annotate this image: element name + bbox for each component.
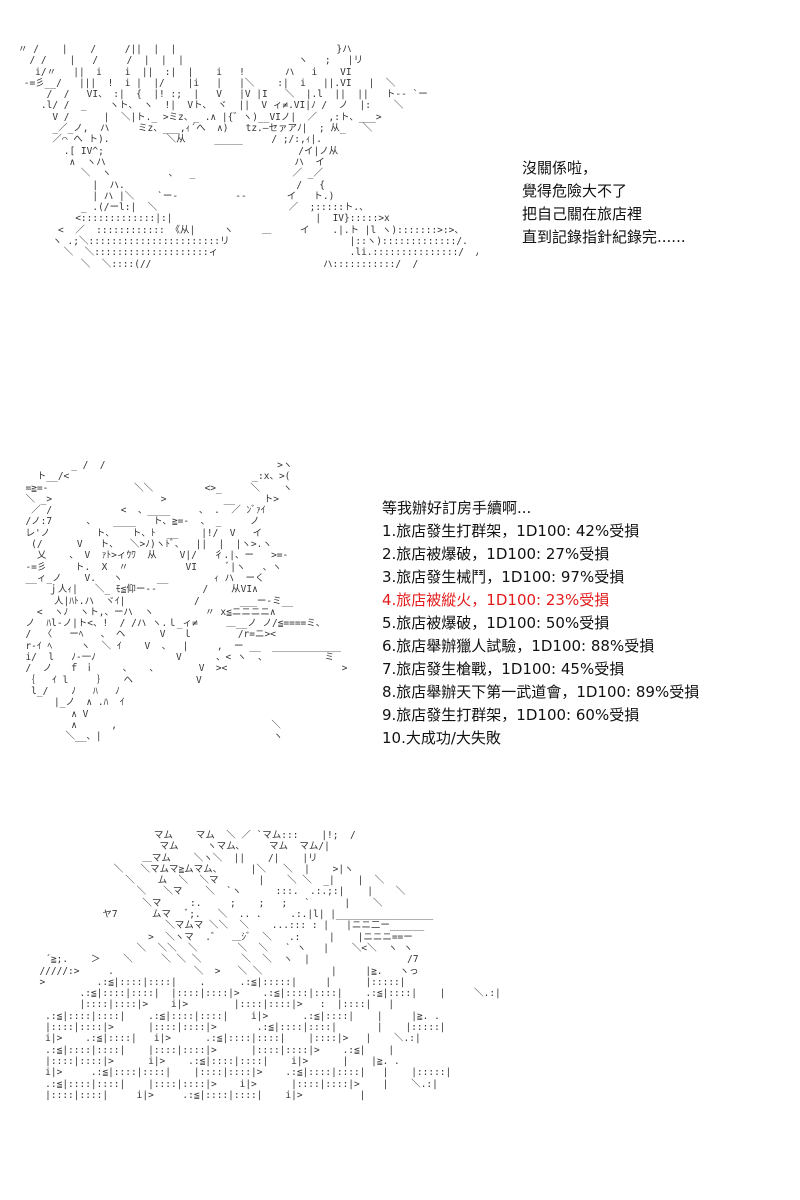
list-item-highlighted: 4.旅店被縱火，1D100: 23%受損 <box>382 591 610 609</box>
list-item: 5.旅店被爆破，1D100: 50%受損 <box>382 614 610 632</box>
dialogue-line: 覺得危險大不了 <box>522 182 628 200</box>
list-item: 7.旅店發生槍戰，1D100: 45%受損 <box>382 660 625 678</box>
dialogue-line: 沒關係啦， <box>522 159 598 177</box>
dice-roll-list: 等我辦好訂房手續啊... 1.旅店發生打群架，1D100: 42%受損 2.旅店… <box>382 497 699 750</box>
dialogue-line: 直到記錄指針紀錄完...... <box>522 228 686 246</box>
ascii-art-building-scene: マム マム ＼ ／ `マム::: |!; / マム ヽマム､ マム マム/| ＿… <box>39 830 501 1101</box>
list-item: 1.旅店發生打群架，1D100: 42%受損 <box>382 522 640 540</box>
list-item: 10.大成功/大失敗 <box>382 729 501 747</box>
list-item: 8.旅店舉辦天下第一武道會，1D100: 89%受損 <box>382 683 700 701</box>
list-item: 6.旅店舉辦獵人試驗，1D100: 88%受損 <box>382 637 655 655</box>
list-intro: 等我辦好訂房手續啊... <box>382 499 532 517</box>
ascii-art-character-walking: _ / / >ヽ ト__/< _:x、>( =≧=- ＼＼ <>_ ＼ ヽ ＼ … <box>25 460 348 743</box>
character-dialogue: 沒關係啦， 覺得危險大不了 把自己關在旅店裡 直到記錄指針紀錄完...... <box>522 157 686 249</box>
list-item: 2.旅店被爆破，1D100: 27%受損 <box>382 545 610 563</box>
dialogue-line: 把自己關在旅店裡 <box>522 205 643 223</box>
ascii-art-character-portrait: 〃 / | / /|| | | }ハ / / | / / | | | ヽ ; |… <box>18 44 478 270</box>
list-item: 9.旅店發生打群架，1D100: 60%受損 <box>382 706 640 724</box>
list-item: 3.旅店發生械鬥，1D100: 97%受損 <box>382 568 625 586</box>
